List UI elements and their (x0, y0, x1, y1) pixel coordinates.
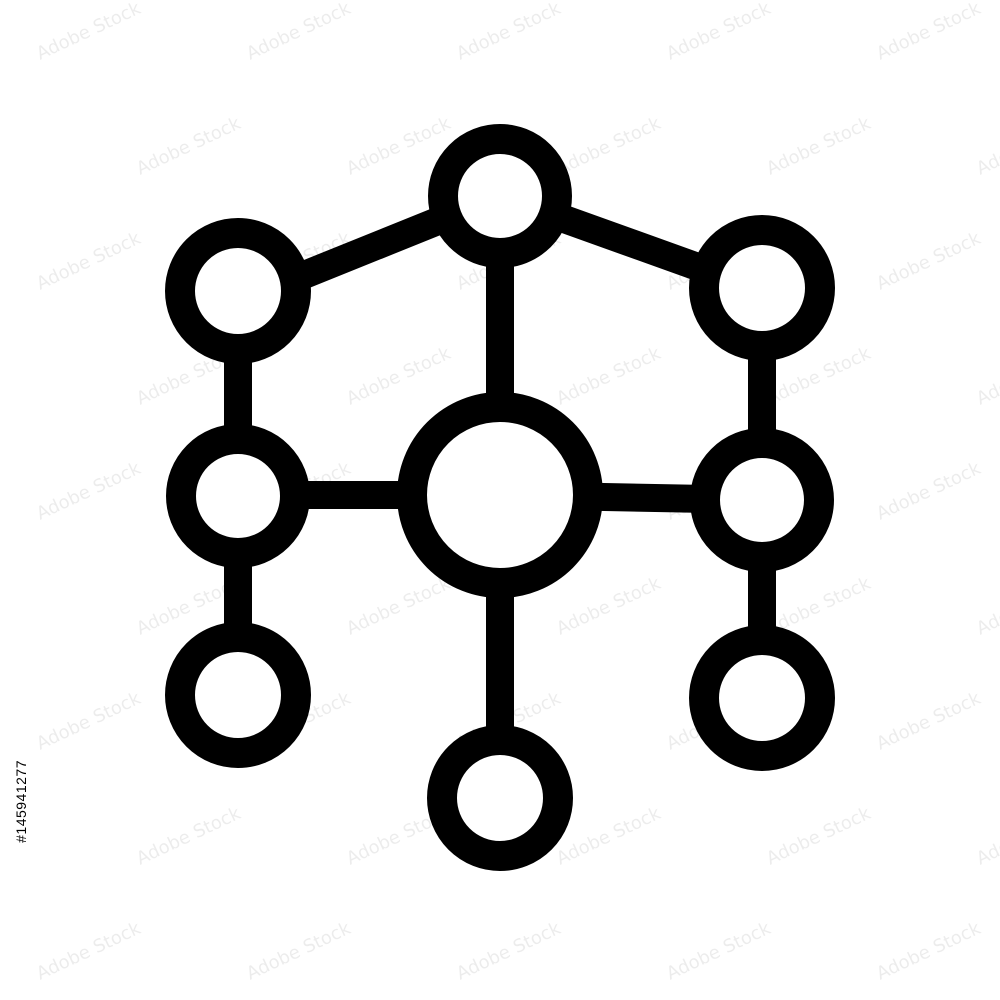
stock-id-label: #145941277 (13, 760, 29, 843)
node-top (428, 124, 572, 268)
node-mid-right (690, 428, 834, 572)
node-upper-right (689, 215, 835, 361)
node-lower-left (165, 622, 311, 768)
node-bottom (427, 725, 573, 871)
node-lower-right (689, 625, 835, 771)
node-mid-left (166, 424, 310, 568)
node-center (397, 392, 603, 598)
node-upper-left (165, 218, 311, 364)
